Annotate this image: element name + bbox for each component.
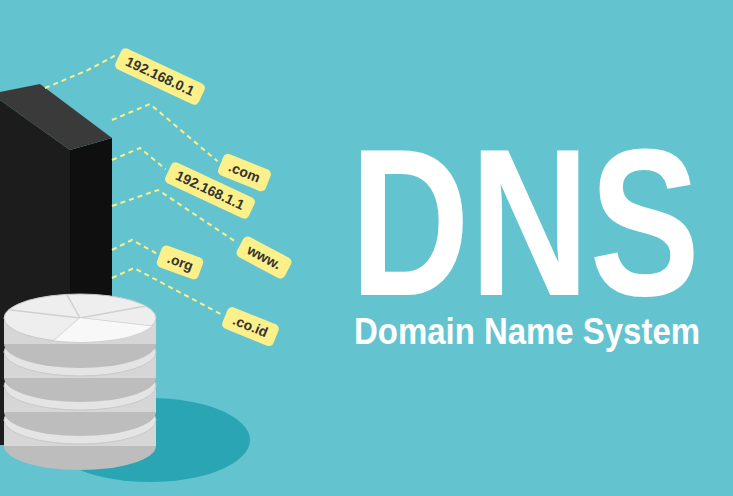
domain-tag: .co.id bbox=[220, 305, 279, 347]
tag-text: 192.168.0.1 bbox=[123, 53, 197, 100]
leader-line bbox=[112, 104, 218, 161]
caption: Domain Name System bbox=[354, 314, 700, 350]
leader-line bbox=[112, 148, 166, 169]
domain-tag: 192.168.0.1 bbox=[113, 46, 206, 106]
leader-line bbox=[112, 240, 157, 253]
tag-text: www. bbox=[244, 241, 284, 273]
domain-tag: www. bbox=[235, 234, 294, 280]
database-icon bbox=[4, 294, 156, 470]
tag-text: .org bbox=[165, 249, 196, 274]
pie-line bbox=[80, 306, 146, 318]
title: DNS bbox=[350, 118, 700, 328]
server-top bbox=[0, 84, 112, 150]
tag-text: .co.id bbox=[230, 311, 270, 340]
pie-line bbox=[67, 294, 80, 318]
domain-tag: .org bbox=[155, 244, 205, 281]
tag-text: .com bbox=[226, 158, 263, 186]
disc-top bbox=[4, 294, 156, 342]
pie-line bbox=[9, 310, 80, 318]
leader-line bbox=[45, 55, 116, 88]
pie-slice bbox=[54, 318, 151, 342]
